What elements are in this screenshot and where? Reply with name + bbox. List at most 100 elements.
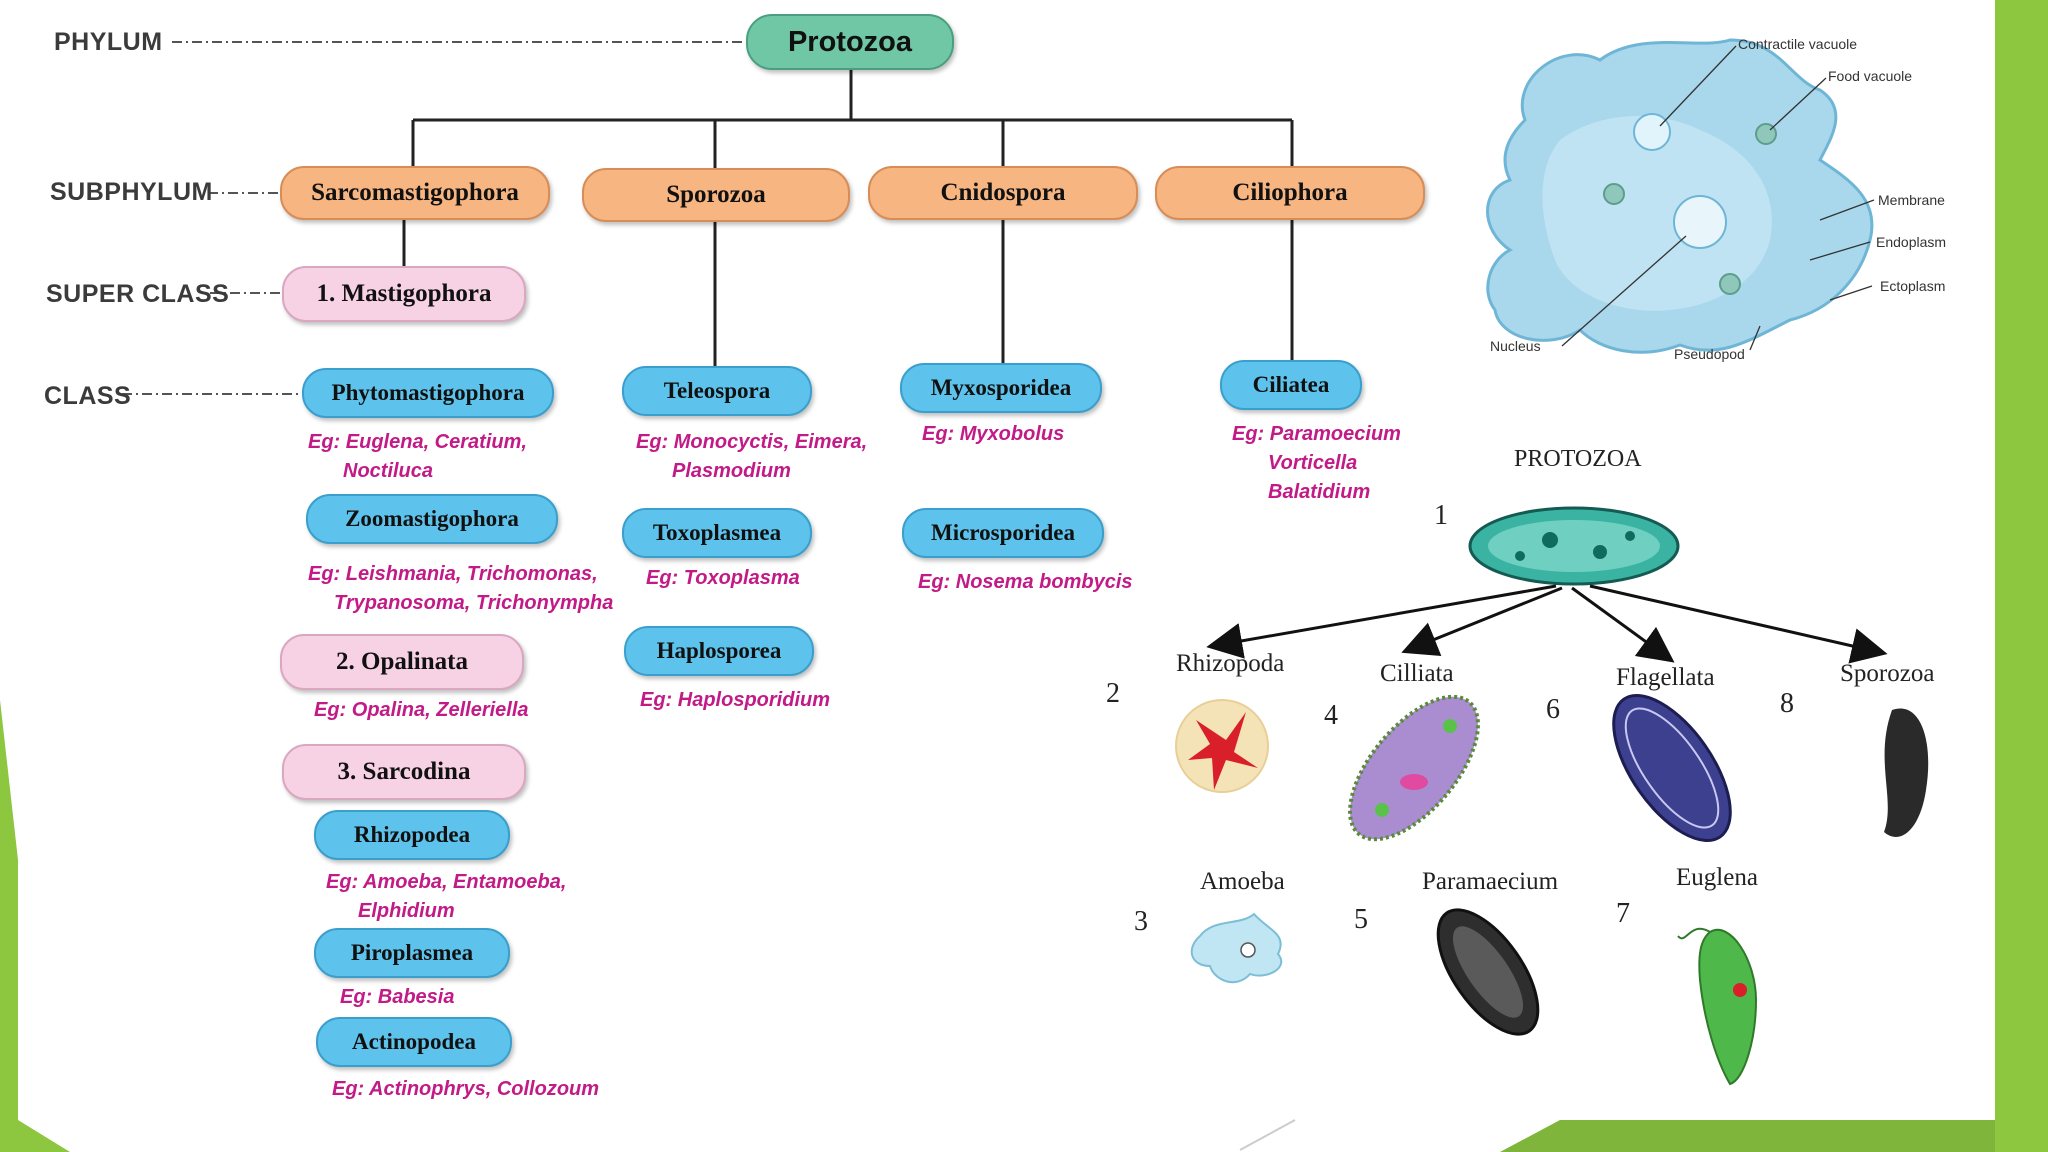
subphylum-node-ciliophora: Ciliophora	[1155, 166, 1425, 220]
cilliata-drawing	[1348, 694, 1480, 842]
example-line: Balatidium	[1268, 481, 1371, 503]
example-line: Eg: Amoeba, Entamoeba,	[326, 871, 567, 893]
example-line: Vorticella	[1268, 452, 1358, 474]
level-label-class: CLASS	[44, 382, 132, 410]
arrow-to-cilliata	[1401, 586, 1563, 656]
flagellata-membrane	[1624, 707, 1720, 829]
example-line: Eg: Leishmania, Trichomonas,	[308, 563, 598, 585]
cilliata-vacuole	[1375, 803, 1389, 817]
figure-title: PROTOZOA	[1514, 446, 1642, 472]
amoeba-label: Contractile vacuole	[1738, 36, 1858, 52]
examples-opalinata: Eg: Opalina, Zelleriella	[314, 696, 529, 725]
nucleus-shape	[1673, 195, 1727, 249]
example-line: Eg: Haplosporidium	[640, 689, 830, 711]
paramaecium-inner	[1452, 926, 1524, 1018]
figure-number: 8	[1780, 688, 1794, 719]
example-line: Eg: Opalina, Zelleriella	[314, 699, 529, 721]
arrow-to-sporozoa	[1589, 584, 1888, 664]
examples-toxoplasmea: Eg: Toxoplasma	[646, 564, 800, 593]
example-line: Eg: Myxobolus	[922, 423, 1065, 445]
class-node-phytomastigophora: Phytomastigophora	[302, 368, 554, 418]
central-protozoan-inner	[1488, 520, 1660, 572]
label-pointer	[1769, 77, 1827, 131]
arrow-to-rhizopoda	[1206, 584, 1557, 659]
euglena-drawing	[1698, 928, 1758, 1086]
flagellata-drawing	[1612, 693, 1732, 843]
class-node-myxosporidea: Myxosporidea	[900, 363, 1102, 413]
examples-myxosporidea: Eg: Myxobolus	[922, 420, 1064, 449]
example-line: Eg: Toxoplasma	[646, 567, 800, 589]
sporozoa-drawing	[1884, 708, 1929, 837]
amoeba-nucleus	[1240, 942, 1256, 958]
example-line: Noctiluca	[343, 460, 434, 482]
subphylum-node-sporozoa: Sporozoa	[582, 168, 850, 222]
examples-zoomastigophora: Eg: Leishmania, Trichomonas, Trypanosoma…	[308, 560, 613, 618]
example-label-euglena: Euglena	[1676, 864, 1758, 891]
right-green-bar	[1995, 0, 2048, 1152]
figure-number: 3	[1134, 906, 1148, 937]
subphylum-node-sarcomastigophora: Sarcomastigophora	[280, 166, 550, 220]
example-line: Eg: Nosema bombycis	[918, 571, 1133, 593]
example-line: Plasmodium	[672, 460, 791, 482]
label-pointer	[1829, 285, 1873, 301]
amoeba-label: Ectoplasm	[1880, 278, 1946, 294]
superclass-node-mastigophora: 1. Mastigophora	[282, 266, 526, 322]
figure-number: 2	[1106, 678, 1120, 709]
contractile-vacuole-shape	[1633, 113, 1671, 151]
group-label-flagellata: Flagellata	[1616, 664, 1715, 691]
class-node-rhizopodea: Rhizopodea	[314, 810, 510, 860]
example-line: Eg: Euglena, Ceratium,	[308, 431, 527, 453]
example-line: Trypanosoma, Trichonympha	[334, 592, 614, 614]
label-pointer	[1659, 45, 1737, 127]
phylum-node-protozoa: Protozoa	[746, 14, 954, 70]
class-node-haplosporea: Haplosporea	[624, 626, 814, 676]
example-label-paramaecium: Paramaecium	[1422, 868, 1559, 895]
class-node-piroplasmea: Piroplasmea	[314, 928, 510, 978]
class-node-teleospora: Teleospora	[622, 366, 812, 416]
figure-number: 7	[1616, 898, 1630, 929]
superclass-node-opalinata: 2. Opalinata	[280, 634, 524, 690]
level-label-superclass: SUPER CLASS	[46, 280, 230, 308]
example-line: Eg: Monocyctis, Eimera,	[636, 431, 868, 453]
example-line: Eg: Actinophrys, Collozoum	[332, 1078, 600, 1100]
figure-number: 6	[1546, 694, 1560, 725]
examples-ciliatea: Eg: Paramoecium Vorticella Balatidium	[1232, 420, 1401, 507]
class-node-ciliatea: Ciliatea	[1220, 360, 1362, 410]
group-label-sporozoa: Sporozoa	[1840, 660, 1935, 687]
examples-microsporidea: Eg: Nosema bombycis	[918, 568, 1133, 597]
amoeba-label: Pseudopod	[1674, 346, 1745, 362]
amoeba-inner-endoplasm	[1542, 116, 1772, 311]
class-node-zoomastigophora: Zoomastigophora	[306, 494, 558, 544]
examples-phytomastigophora: Eg: Euglena, Ceratium, Noctiluca	[308, 428, 527, 486]
left-green-wedge	[0, 700, 70, 1152]
organelle-dot	[1593, 545, 1607, 559]
examples-rhizopodea: Eg: Amoeba, Entamoeba, Elphidium	[326, 868, 566, 926]
examples-actinopodea: Eg: Actinophrys, Collozoum	[332, 1075, 599, 1104]
superclass-node-sarcodina: 3. Sarcodina	[282, 744, 526, 800]
amoeba-label: Nucleus	[1490, 338, 1541, 354]
amoeba-label: Endoplasm	[1876, 234, 1947, 250]
rhizopoda-body	[1188, 712, 1258, 790]
figure-number: 1	[1434, 500, 1448, 531]
organelle-dot	[1515, 551, 1525, 561]
subphylum-node-cnidospora: Cnidospora	[868, 166, 1138, 220]
figure-number: 4	[1324, 700, 1338, 731]
class-node-microsporidea: Microsporidea	[902, 508, 1104, 558]
label-pointer	[1749, 325, 1761, 351]
label-pointer	[1819, 199, 1875, 221]
example-line: Eg: Babesia	[340, 986, 455, 1008]
amoeba-label: Food vacuole	[1828, 68, 1913, 84]
example-line: Eg: Paramoecium	[1232, 423, 1401, 445]
level-label-subphylum: SUBPHYLUM	[50, 178, 213, 206]
cilliata-vacuole	[1443, 719, 1457, 733]
level-label-phylum: PHYLUM	[54, 28, 163, 56]
group-label-cilliata: Cilliata	[1380, 660, 1454, 687]
decor-line	[1239, 1119, 1296, 1151]
figure-number: 5	[1354, 904, 1368, 935]
arrow-to-flagellata	[1571, 586, 1675, 663]
class-node-toxoplasmea: Toxoplasmea	[622, 508, 812, 558]
example-label-amoeba: Amoeba	[1200, 868, 1285, 895]
label-pointer	[1809, 241, 1871, 261]
